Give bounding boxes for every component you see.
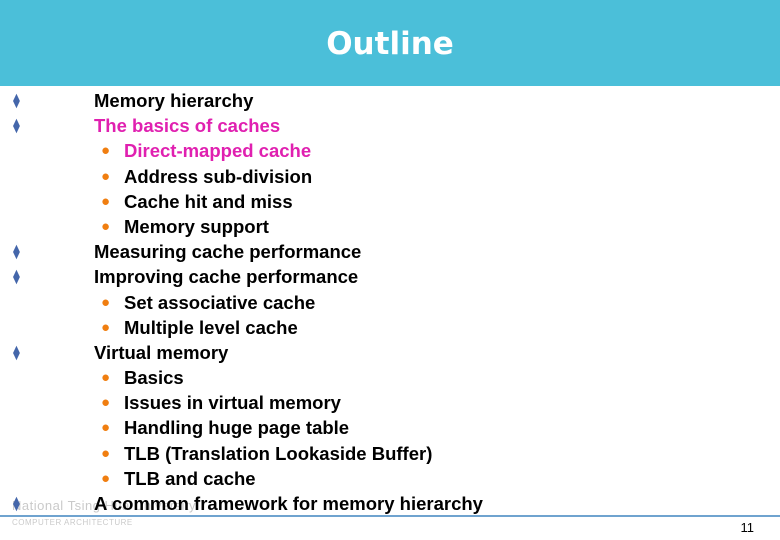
outline-item: ⧫ Improving cache performance (0, 264, 780, 289)
outline-item: ⧫ The basics of caches (0, 113, 780, 138)
orange-dot-icon: ● (101, 318, 111, 336)
orange-dot-icon: ● (101, 293, 111, 311)
outline-item: ⧫ Measuring cache performance (0, 239, 780, 264)
outline-item-text: Address sub-division (124, 165, 313, 187)
diamond-bullet-icon: ⧫ (13, 343, 20, 360)
outline-item-text: Virtual memory (94, 341, 229, 363)
outline-subitem: ● Handling huge page table (0, 415, 780, 440)
logo-line-1: National Tsing Hua University (12, 498, 197, 513)
outline-item-text: Multiple level cache (124, 316, 298, 338)
outline-item-text: Memory hierarchy (94, 90, 254, 111)
orange-dot-icon: ● (101, 444, 111, 462)
orange-dot-icon: ● (101, 192, 111, 210)
outline-subitem: ● Cache hit and miss (0, 189, 780, 214)
orange-dot-icon: ● (101, 419, 111, 437)
outline-subitem: ● Memory support (0, 214, 780, 239)
outline-list: ⧫ Memory hierarchy ⧫ The basics of caches ● D… (0, 88, 780, 516)
outline-subitem: ● Direct-mapped cache (0, 138, 780, 163)
orange-dot-icon: ● (101, 217, 111, 235)
orange-dot-icon: ● (101, 167, 111, 185)
outline-item-text: Handling huge page table (124, 417, 350, 439)
outline-item-text: TLB and cache (124, 467, 256, 489)
outline-item-text: Memory support (124, 215, 269, 237)
outline-subitem: ● Basics (0, 365, 780, 390)
diamond-bullet-icon: ⧫ (13, 92, 20, 108)
footer-divider (0, 515, 780, 517)
outline-item: ⧫ A common framework for memory hierarchy (0, 491, 780, 516)
outline-item: ⧫ Memory hierarchy (0, 88, 780, 113)
slide-title: Outline (326, 26, 454, 62)
diamond-bullet-icon: ⧫ (13, 495, 20, 511)
outline-item-text: Set associative cache (124, 291, 316, 313)
orange-dot-icon: ● (101, 394, 111, 412)
university-logo: National Tsing Hua University COMPUTER A… (12, 496, 202, 530)
title-bar: Outline (0, 0, 780, 86)
outline-item: ⧫ Virtual memory (0, 340, 780, 365)
orange-dot-icon: ● (101, 142, 111, 160)
outline-item-text: Issues in virtual memory (124, 392, 341, 414)
orange-dot-icon: ● (101, 369, 111, 387)
outline-subitem: ● TLB and cache (0, 466, 780, 491)
outline-item-text: Improving cache performance (94, 266, 359, 288)
diamond-bullet-icon: ⧫ (13, 117, 20, 134)
outline-item-text: A common framework for memory hierarchy (94, 493, 483, 514)
outline-item-text: The basics of caches (94, 115, 281, 137)
logo-line-2: COMPUTER ARCHITECTURE (12, 518, 133, 527)
page-number: 11 (740, 520, 755, 535)
outline-item-text: Cache hit and miss (124, 190, 293, 212)
outline-item-text: Basics (124, 367, 184, 389)
diamond-bullet-icon: ⧫ (13, 243, 20, 260)
orange-dot-icon: ● (101, 469, 111, 487)
outline-item-text: TLB (Translation Lookaside Buffer) (124, 442, 433, 464)
outline-subitem: ● Address sub-division (0, 164, 780, 189)
diamond-bullet-icon: ⧫ (13, 268, 20, 285)
outline-subitem: ● Multiple level cache (0, 315, 780, 340)
outline-item-text: Direct-mapped cache (124, 140, 312, 162)
outline-subitem: ● Set associative cache (0, 290, 780, 315)
outline-item-text: Measuring cache performance (94, 241, 362, 263)
outline-subitem: ● TLB (Translation Lookaside Buffer) (0, 441, 780, 466)
outline-subitem: ● Issues in virtual memory (0, 390, 780, 415)
